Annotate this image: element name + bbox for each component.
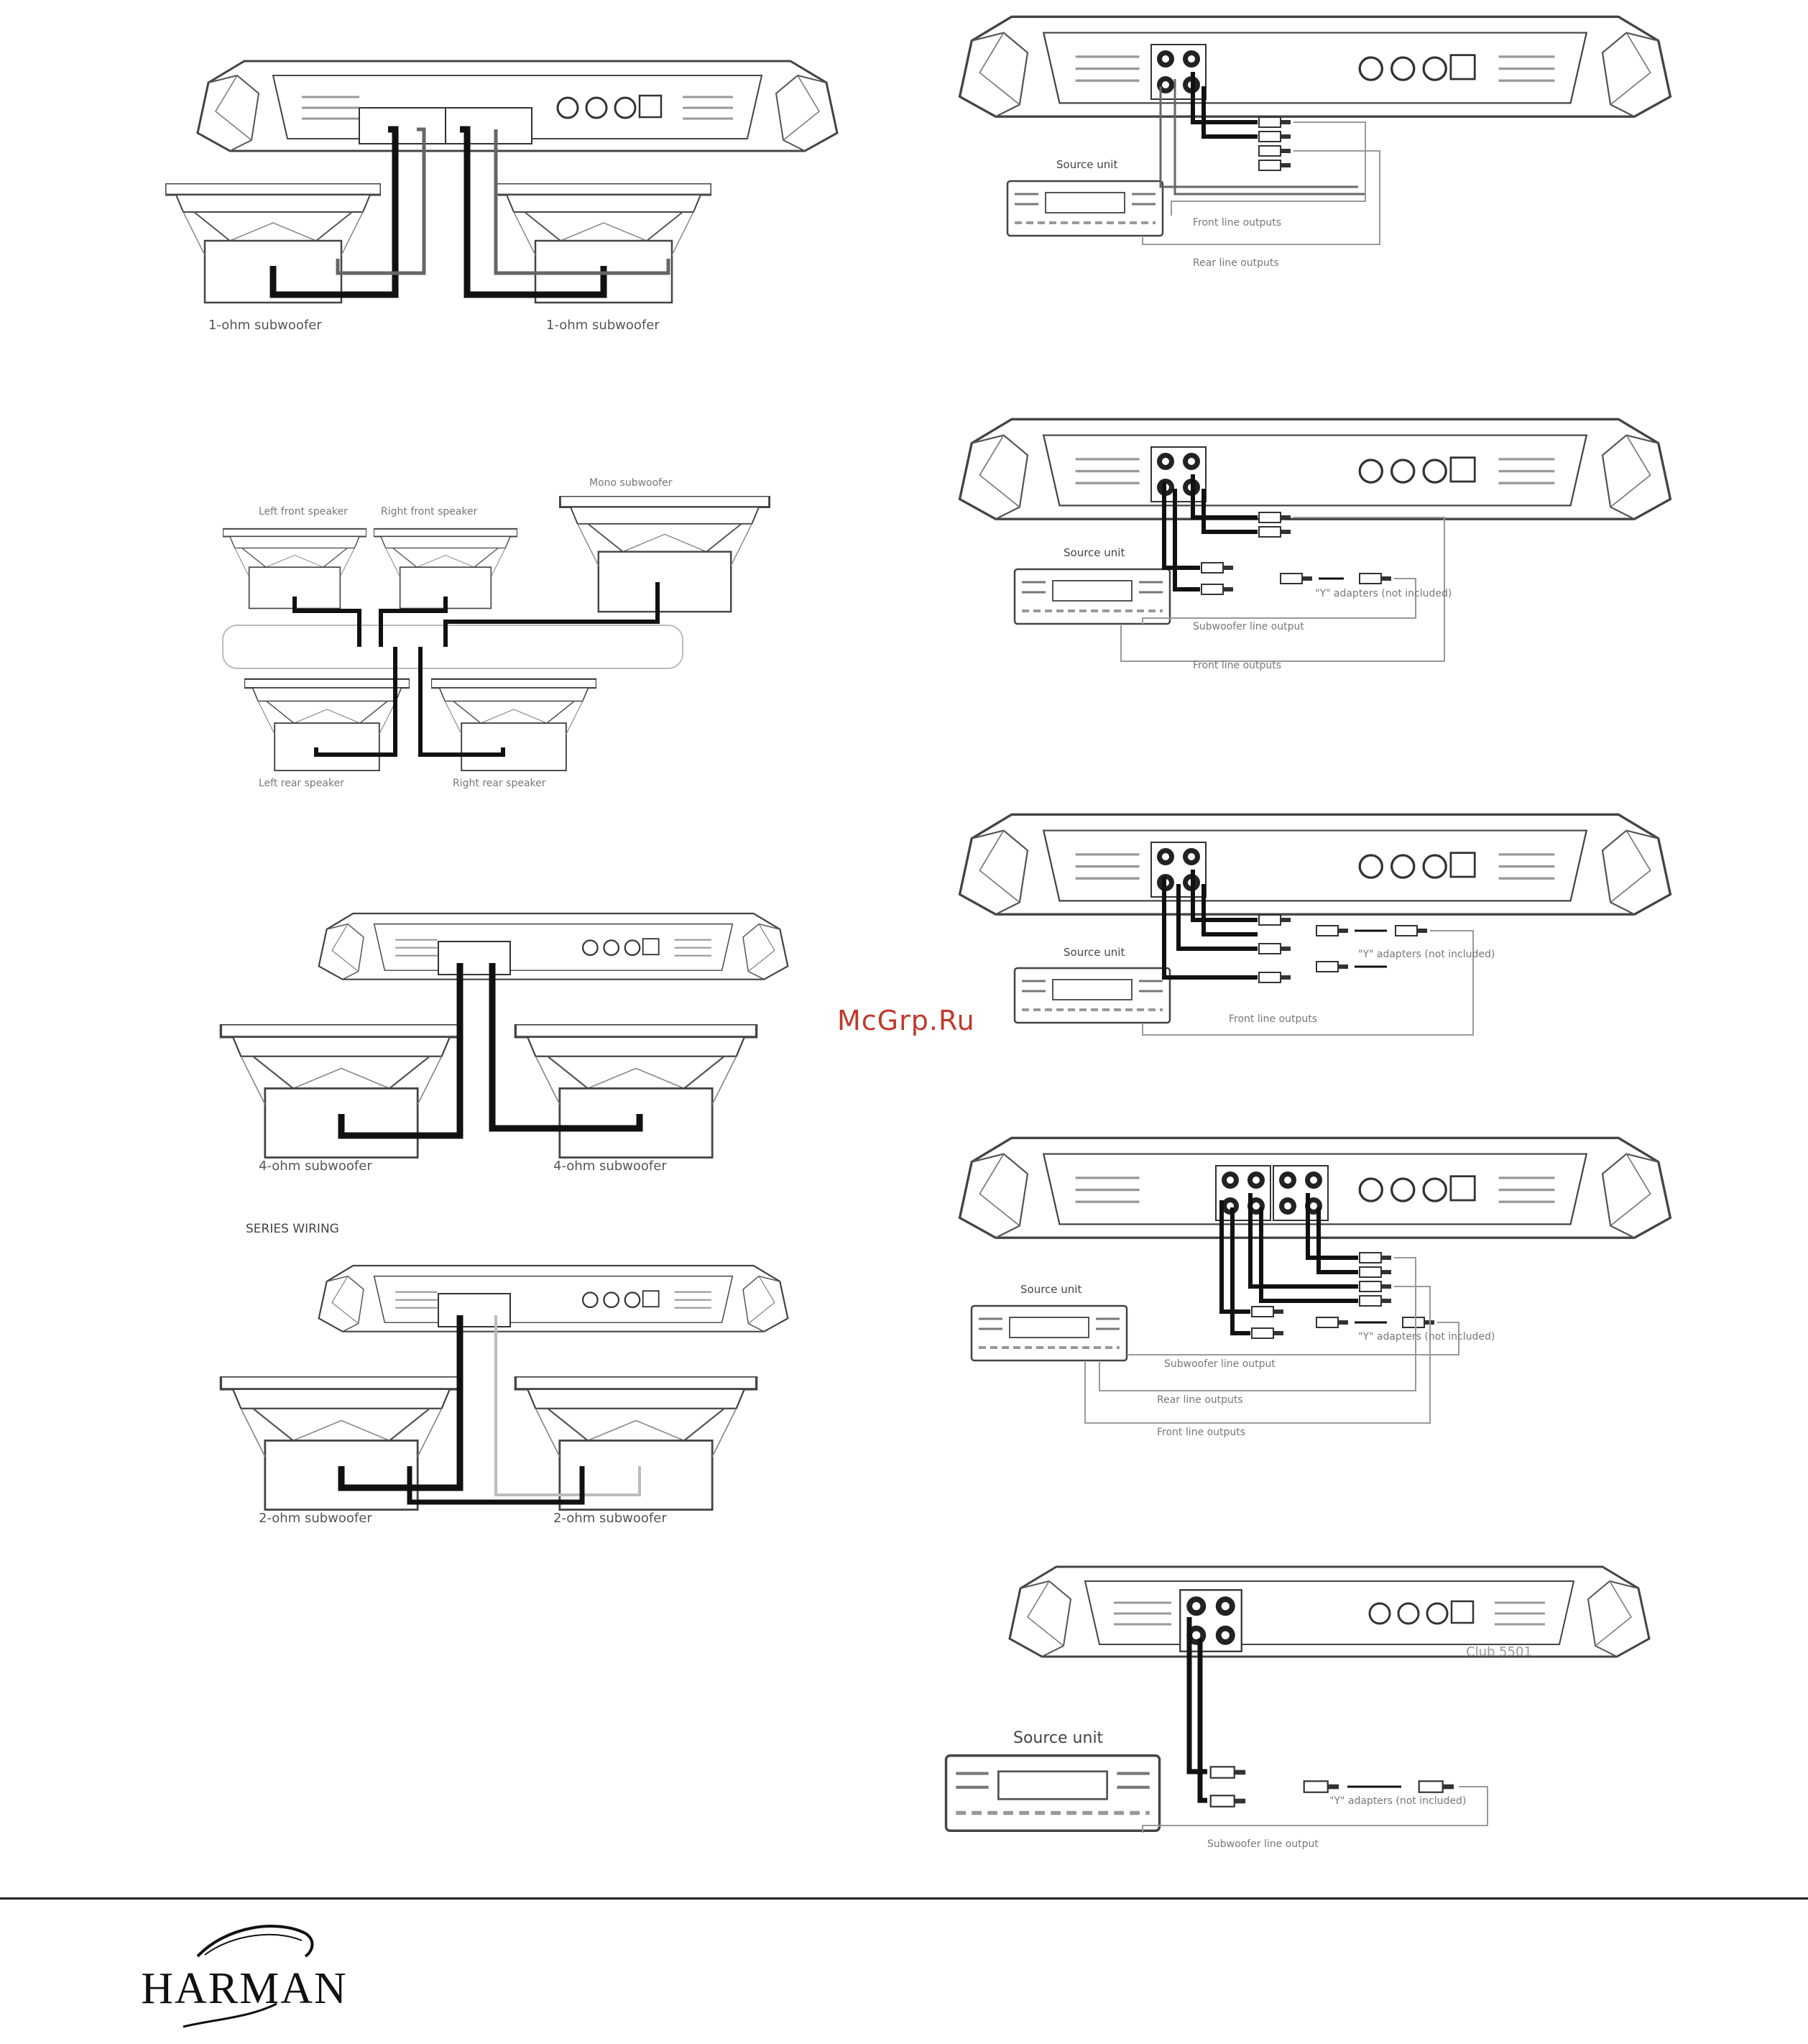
adapter-label: "Y" adapters (not included) <box>1329 1795 1467 1807</box>
output-2-label: Rear line outputs <box>1193 257 1279 269</box>
footer-divider <box>0 1897 1808 1900</box>
diagram-front-y-adapter: Source unit "Y" adapters (not included) … <box>956 805 1682 1049</box>
right-rear-label: Right rear speaker <box>453 778 546 789</box>
output-2-label: Front line outputs <box>1193 660 1282 671</box>
left-rear-label: Left rear speaker <box>259 778 344 789</box>
harman-logo: HARMAN <box>133 1912 370 2038</box>
right-sub-label: 1-ohm subwoofer <box>546 318 660 333</box>
diagram-front-rear-sub-inputs: Source unit "Y" adapters (not included) … <box>956 1128 1682 1445</box>
diagram-5ch-speakers: Left front speaker Right front speaker M… <box>216 467 790 798</box>
output-1-label: Subwoofer line output <box>1193 621 1304 632</box>
adapter-label: "Y" adapters (not included) <box>1358 1331 1495 1343</box>
source-unit-label: Source unit <box>1056 158 1118 171</box>
left-sub-label: 1-ohm subwoofer <box>208 318 322 333</box>
logo-text: HARMAN <box>141 1964 348 2013</box>
left-sub-label: 2-ohm subwoofer <box>259 1511 372 1526</box>
left-front-label: Left front speaker <box>259 506 348 517</box>
adapter-label: "Y" adapters (not included) <box>1315 588 1452 599</box>
source-unit-label: Source unit <box>1064 946 1125 959</box>
source-unit-label: Source unit <box>1020 1283 1082 1296</box>
adapter-label: "Y" adapters (not included) <box>1358 949 1495 960</box>
right-sub-label: 2-ohm subwoofer <box>553 1511 667 1526</box>
output-3-label: Front line outputs <box>1157 1427 1246 1438</box>
mono-sub-label: Mono subwoofer <box>589 477 673 489</box>
output-1-label: Front line outputs <box>1229 1013 1318 1025</box>
series-wiring-heading: SERIES WIRING <box>246 1222 339 1236</box>
output-1-label: Subwoofer line output <box>1207 1838 1319 1850</box>
right-front-label: Right front speaker <box>381 506 478 517</box>
source-unit-label: Source unit <box>1064 546 1125 559</box>
diagram-mono-sub-input: Source unit "Y" adapters (not included) … <box>941 1524 1660 1861</box>
diagram-two-1ohm-subwoofers: 1-ohm subwoofer 1-ohm subwoofer <box>158 43 862 345</box>
left-sub-label: 4-ohm subwoofer <box>259 1159 372 1174</box>
watermark: McGrp.Ru <box>837 1005 975 1036</box>
diagram-series-wiring: 2-ohm subwoofer 2-ohm subwoofer <box>208 1243 805 1531</box>
output-1-label: Subwoofer line output <box>1164 1358 1276 1370</box>
model-label: Club 5501 <box>1466 1644 1532 1659</box>
output-1-label: Front line outputs <box>1193 217 1282 229</box>
diagram-front-sub-inputs: Source unit "Y" adapters (not included) … <box>956 410 1682 676</box>
diagram-front-rear-inputs: Source unit Front line outputs Rear line… <box>956 7 1682 273</box>
right-sub-label: 4-ohm subwoofer <box>553 1159 667 1174</box>
diagram-two-4ohm-subwoofers: 4-ohm subwoofer 4-ohm subwoofer <box>208 891 805 1179</box>
output-2-label: Rear line outputs <box>1157 1394 1243 1406</box>
source-unit-label: Source unit <box>1013 1729 1104 1747</box>
